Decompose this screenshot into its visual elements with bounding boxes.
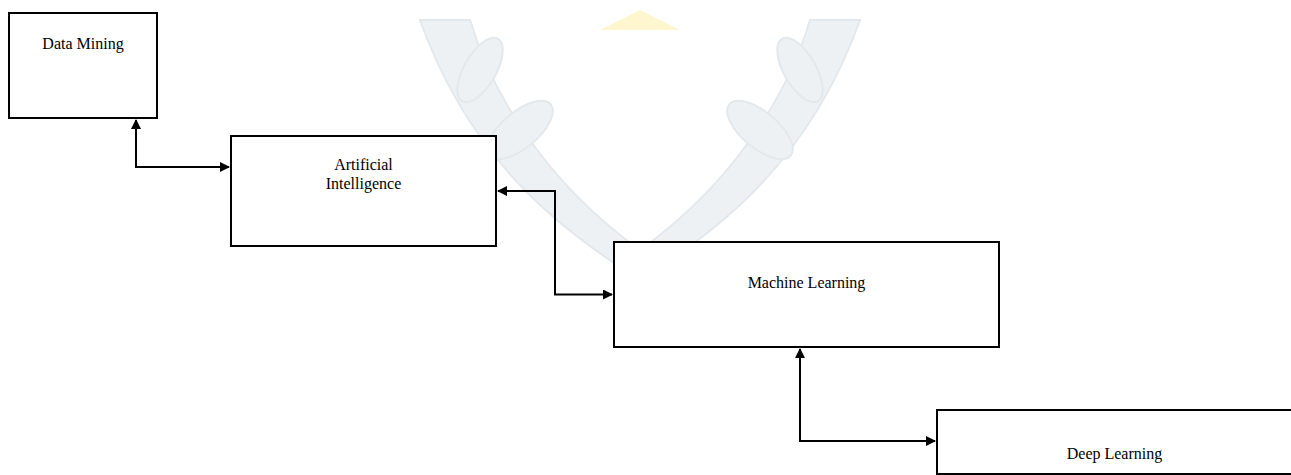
- concept-box: Artificial Intelligence: [230, 135, 497, 247]
- concept-box: Machine Learning: [613, 241, 1000, 348]
- double-arrow: [800, 349, 935, 441]
- double-arrow: [498, 191, 612, 295]
- concept-box: Data Mining: [8, 12, 158, 119]
- double-arrow: [136, 120, 229, 167]
- box-label: Deep Learning: [938, 444, 1291, 463]
- box-label: Machine Learning: [615, 273, 998, 292]
- concept-box: Deep Learning: [936, 409, 1291, 475]
- watermark-gem: [600, 10, 680, 30]
- box-label: Artificial Intelligence: [309, 155, 419, 193]
- box-label: Data Mining: [10, 34, 156, 53]
